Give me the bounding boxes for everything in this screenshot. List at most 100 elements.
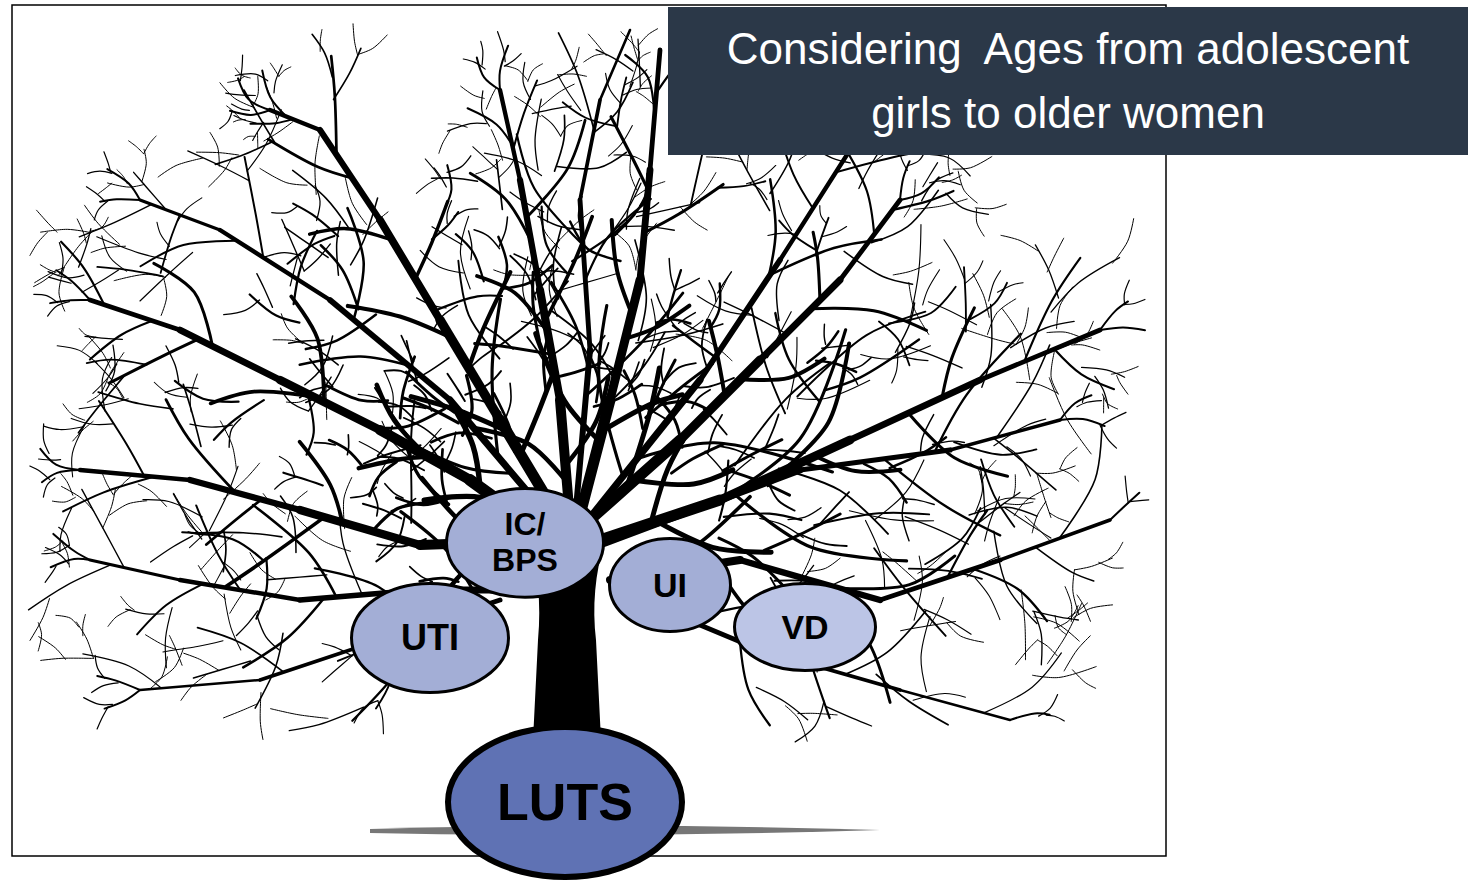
tree-branch [41, 658, 94, 660]
tree-branch [39, 637, 66, 660]
tree-branch [1072, 345, 1100, 350]
tree-branch [42, 470, 80, 482]
tree-branch [1046, 715, 1064, 721]
tree-branch [593, 82, 632, 133]
tree-branch [330, 300, 450, 400]
tree-branch [79, 204, 151, 236]
tree-branch [709, 281, 716, 302]
tree-branch [290, 258, 297, 286]
tree-branch [523, 62, 531, 99]
tree-branch [262, 253, 301, 258]
tree-branch [234, 116, 256, 124]
tree-branch [53, 534, 90, 560]
tree-branch [104, 152, 111, 172]
tree-branch [109, 501, 146, 516]
tree-branch [432, 178, 478, 181]
ellipse-node: VD [733, 582, 877, 672]
tree-branch [692, 390, 710, 408]
tree-branch [520, 180, 540, 290]
tree-branch [1102, 394, 1117, 409]
tree-branch [760, 280, 840, 360]
tree-branch [235, 68, 250, 78]
tree-branch [661, 348, 664, 384]
tree-branch [256, 558, 267, 619]
tree-branch [108, 610, 130, 627]
tree-branch [969, 507, 1037, 516]
tree-branch [1075, 558, 1113, 570]
tree-branch [861, 346, 931, 359]
tree-branch [363, 212, 388, 235]
tree-branch [555, 115, 565, 171]
tree-branch [702, 319, 707, 368]
tree-branch [1014, 475, 1016, 497]
tree-branch [611, 230, 635, 270]
tree-branch [600, 470, 800, 545]
tree-branch [1100, 425, 1116, 448]
tree-branch [975, 204, 1006, 208]
tree-branch [586, 293, 683, 396]
tree-branch [1113, 219, 1134, 264]
tree-branch [599, 306, 623, 477]
tree-branch [273, 340, 303, 344]
tree-branch [535, 99, 541, 170]
tree-branch [787, 337, 797, 409]
tree-branch [1060, 395, 1091, 420]
tree-branch [486, 88, 496, 109]
tree-branch [630, 155, 637, 189]
tree-branch [314, 443, 335, 445]
tree-branch [267, 575, 327, 580]
tree-branch [347, 435, 348, 455]
tree-branch [904, 357, 928, 361]
tree-branch [798, 713, 837, 715]
tree-branch [905, 517, 968, 545]
tree-branch [1100, 301, 1128, 330]
tree-branch [286, 397, 311, 402]
tree-branch [930, 181, 961, 185]
tree-branch [923, 270, 940, 305]
tree-branch [515, 96, 541, 116]
tree-branch [88, 171, 112, 173]
tree-branch [626, 178, 639, 229]
tree-branch [635, 182, 665, 197]
tree-branch [1074, 605, 1113, 618]
tree-branch [325, 382, 327, 419]
tree-branch [379, 402, 414, 419]
tree-branch [499, 217, 507, 246]
tree-branch [110, 353, 124, 375]
ellipse-node: UI [608, 537, 732, 633]
tree-branch [638, 76, 651, 91]
tree-branch [703, 277, 729, 328]
tree-branch [904, 180, 915, 217]
tree-branch [723, 330, 845, 499]
tree-branch [588, 34, 606, 56]
tree-branch [354, 701, 378, 723]
tree-branch [385, 484, 403, 498]
tree-branch [56, 615, 79, 627]
tree-branch [57, 346, 97, 364]
tree-branch [705, 451, 726, 475]
tree-branch [638, 29, 657, 46]
tree-branch [782, 343, 849, 471]
tree-branch [175, 381, 239, 402]
ellipse-shape [610, 539, 731, 632]
tree-branch [463, 59, 485, 69]
tree-branch [86, 187, 104, 202]
tree-branch [410, 451, 413, 523]
tree-branch [864, 464, 907, 503]
tree-branch [90, 560, 180, 580]
tree-branch [425, 159, 440, 179]
tree-branch [481, 41, 483, 64]
tree-branch [909, 224, 921, 322]
tree-branch [584, 54, 604, 62]
tree-branch [45, 548, 68, 564]
tree-branch [533, 272, 540, 340]
tree-branch [293, 204, 338, 237]
tree-branch [630, 52, 640, 86]
tree-branch [257, 274, 273, 308]
tree-branch [90, 321, 152, 360]
tree-branch [866, 520, 885, 587]
tree-branch [102, 358, 112, 412]
tree-branch [1072, 670, 1095, 689]
tree-branch [84, 205, 119, 244]
